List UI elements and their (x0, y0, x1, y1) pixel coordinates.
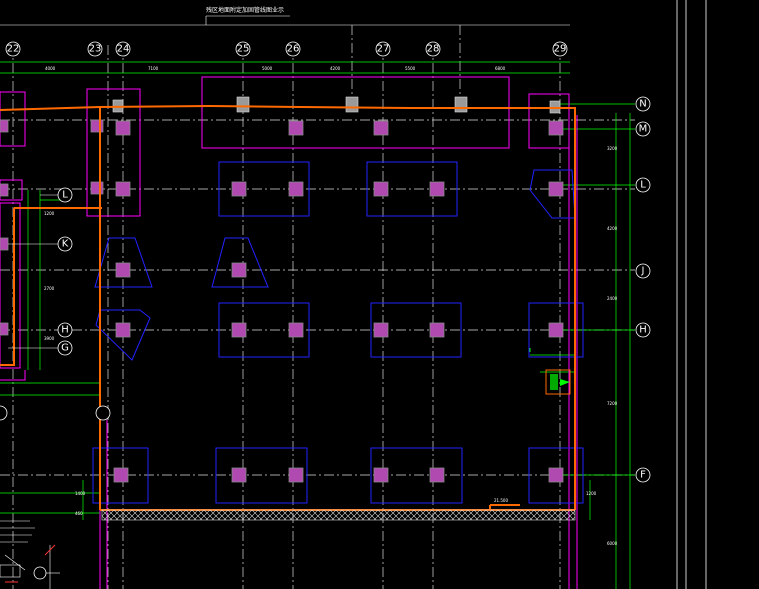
svg-text:6800: 6800 (495, 66, 506, 71)
dimension-lines (0, 61, 635, 589)
grid-bubbles-y: N M L J H F (635, 96, 651, 483)
svg-text:5500: 5500 (405, 66, 416, 71)
grid-label-x: 26 (287, 44, 300, 55)
grid-label-x: 24 (117, 44, 130, 55)
pile-caps (92, 161, 584, 504)
pile-cap (370, 447, 463, 504)
sheet-frame (676, 0, 707, 589)
grid-label-y: J (641, 266, 645, 277)
grid-bubbles-y-left: L K H G (8, 187, 73, 356)
drawing-title-block: 残区地面附定加固管线图业示 (0, 6, 570, 26)
grid-label-x: 23 (89, 44, 102, 55)
svg-text:2400: 2400 (607, 296, 618, 301)
grid-label-x: 22 (7, 44, 20, 55)
grid-label-x: 25 (237, 44, 250, 55)
svg-text:5000: 5000 (262, 66, 273, 71)
svg-text:7100: 7100 (148, 66, 159, 71)
pile-cap (95, 309, 151, 361)
svg-text:460: 460 (75, 511, 83, 516)
columns (0, 119, 564, 483)
grid-label-x: 29 (554, 44, 567, 55)
svg-text:1400: 1400 (75, 491, 86, 496)
pile-cap (215, 447, 308, 504)
svg-text:4200: 4200 (607, 226, 618, 231)
svg-text:3200: 3200 (607, 146, 618, 151)
grid-label-y-left: L (62, 190, 68, 201)
grid-label-y: M (639, 124, 648, 135)
vertical-axis-lines (12, 25, 561, 589)
grid-label-x: 27 (377, 44, 390, 55)
pile-cap (211, 237, 269, 288)
grid-label-y-left: H (61, 325, 69, 336)
svg-text:3900: 3900 (44, 336, 55, 341)
hatched-foundation-strip (101, 509, 576, 521)
svg-text:1200: 1200 (44, 211, 55, 216)
pile-cap (528, 302, 584, 358)
legend-red-mark (5, 544, 56, 583)
grid-label-y-left: G (61, 343, 69, 354)
svg-text:1200: 1200 (586, 491, 597, 496)
level-mark: 21.500 (494, 498, 508, 503)
grid-label-y: F (640, 470, 646, 481)
pile-cap (366, 161, 458, 217)
pile-cap (529, 169, 576, 219)
grid-label-y: H (639, 325, 647, 336)
svg-text:6000: 6000 (607, 541, 618, 546)
grid-label-y: N (639, 99, 646, 110)
elevation-symbol (529, 348, 571, 395)
legend-fragment (0, 520, 60, 589)
grid-label-y-left: K (62, 239, 69, 250)
pile-cap (92, 447, 149, 504)
grid-label-y: L (640, 180, 646, 191)
drawing-title: 残区地面附定加固管线图业示 (206, 6, 284, 14)
svg-text:7200: 7200 (607, 401, 618, 406)
svg-text:4200: 4200 (330, 66, 341, 71)
pile-cap (218, 302, 310, 358)
grid-bubbles-x: 22 23 24 25 26 27 28 29 (5, 41, 568, 57)
grid-label-x: 28 (427, 44, 440, 55)
pile-cap (528, 447, 584, 504)
pile-cap (218, 161, 310, 217)
svg-text:4000: 4000 (45, 66, 56, 71)
svg-text:2700: 2700 (44, 286, 55, 291)
dimension-annotations: 4000 7100 5000 4200 5500 6800 3200 4200 … (44, 66, 618, 546)
partial-grid-bubbles (0, 405, 111, 580)
pile-cap (370, 302, 462, 358)
